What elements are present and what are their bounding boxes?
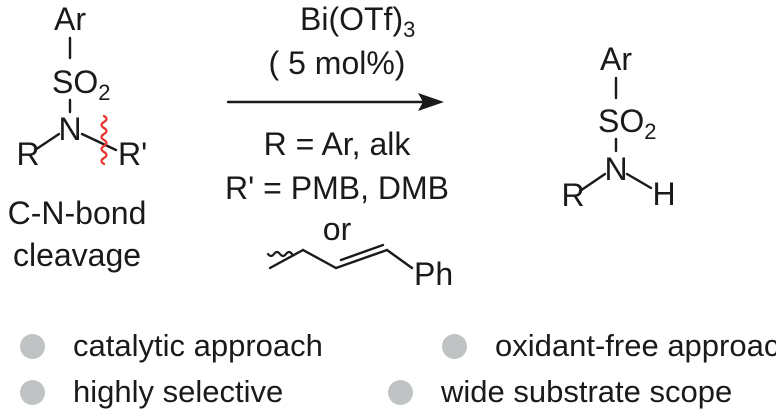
cinnamyl-double-bond-inner: [339, 243, 385, 262]
catalyst-loading-label: ( 5 mol%): [269, 45, 406, 81]
reaction-conditions: Bi(OTf)3 ( 5 mol%) R = Ar, alk R' = PMB,…: [225, 1, 453, 292]
product-structure: Ar SO2 N R H: [561, 41, 675, 213]
cleavage-wavy-mark: [100, 114, 108, 166]
reactant-bond-n-r: [33, 132, 61, 152]
product-r-label: R: [561, 177, 584, 213]
cleavage-caption-line1: C-N-bond: [8, 195, 147, 231]
product-h-label: H: [652, 176, 675, 212]
product-bond-n-r: [578, 172, 607, 193]
feature-item-selective: highly selective: [20, 374, 283, 410]
cinnamyl-bond-2: [301, 248, 338, 270]
or-label: or: [323, 211, 352, 247]
phenyl-label: Ph: [414, 256, 453, 292]
cinnamyl-bond-1: [268, 248, 305, 270]
feature-label: wide substrate scope: [441, 374, 733, 409]
cinnamyl-double-bond-outer: [334, 248, 389, 270]
reactant-aryl-label: Ar: [54, 1, 86, 37]
rprime-definition-label: R' = PMB, DMB: [225, 170, 449, 206]
cleavage-caption-line2: cleavage: [13, 237, 141, 273]
bullet-dot-icon: [442, 333, 467, 359]
reactant-rprime-label: R': [118, 136, 147, 172]
feature-label: highly selective: [73, 374, 284, 409]
reaction-arrow-head: [418, 93, 444, 111]
product-nitrogen-label: N: [604, 151, 627, 187]
product-aryl-label: Ar: [600, 41, 632, 77]
feature-label: oxidant-free approach: [495, 328, 776, 363]
reaction-scheme: Ar SO2 N R R' C-N-bond cleavage Bi(OTf)3…: [8, 1, 676, 292]
feature-item-substrate-scope: wide substrate scope: [388, 374, 732, 410]
bullet-dot-icon: [20, 379, 45, 405]
bullet-dot-icon: [20, 333, 45, 359]
cinnamyl-bond-3: [385, 248, 414, 270]
feature-item-oxidant-free: oxidant-free approach: [442, 328, 776, 364]
r-definition-label: R = Ar, alk: [264, 126, 412, 162]
reactant-structure: Ar SO2 N R R' C-N-bond cleavage: [8, 1, 148, 273]
catalyst-label: Bi(OTf)3: [300, 1, 415, 42]
feature-label: catalytic approach: [73, 328, 323, 363]
reactant-r-label: R: [16, 136, 39, 172]
reactant-sulfonyl-label: SO2: [52, 64, 110, 105]
feature-list: catalytic approach oxidant-free approach…: [0, 318, 776, 416]
bullet-dot-icon: [388, 379, 413, 405]
attachment-wavy-mark: [266, 250, 294, 258]
feature-item-catalytic: catalytic approach: [20, 328, 323, 364]
reactant-nitrogen-label: N: [58, 111, 81, 147]
product-bond-n-h: [625, 172, 653, 190]
product-sulfonyl-label: SO2: [598, 103, 656, 144]
reactant-bond-n-rprime: [80, 132, 118, 152]
